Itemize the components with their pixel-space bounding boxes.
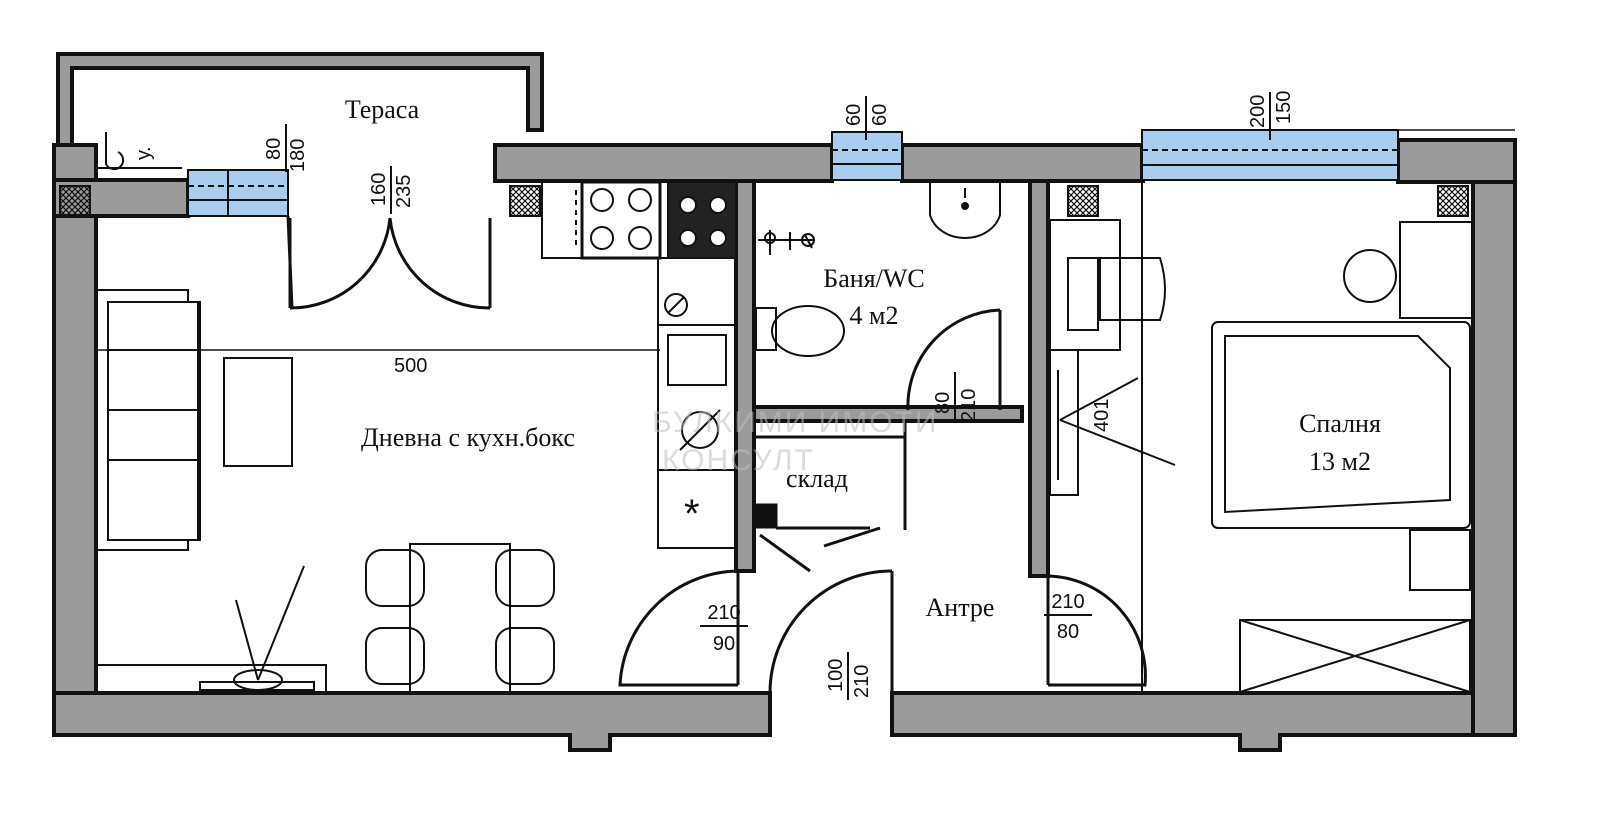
outer-wall-right [1471, 138, 1517, 737]
wall-top-kitchen [493, 143, 834, 183]
tv-unit [199, 681, 315, 691]
outer-wall-left [52, 143, 98, 737]
dimension-marks [285, 92, 1271, 700]
room-label-bathroom: Баня/WC [823, 264, 924, 293]
dim-terrace-door-top: 160 [368, 173, 390, 206]
door-kitchen [618, 569, 740, 687]
toilet-tank [755, 307, 777, 351]
dim-bedroom-door-bottom: 80 [1057, 621, 1079, 643]
dim-kitchen-door-bottom: 90 [713, 633, 735, 655]
bed [1211, 321, 1471, 529]
wardrobe [1239, 619, 1471, 693]
dining-table [409, 543, 511, 693]
room-label-hall: Антре [926, 593, 995, 622]
door-bedroom [1046, 574, 1147, 687]
living-furniture [95, 289, 660, 694]
outer-wall-bottom-right [890, 691, 1517, 752]
chair-3 [365, 627, 425, 685]
stove-star-mark: * [684, 492, 700, 536]
kitchen-sink [667, 334, 727, 386]
drain-pipe-icon [105, 132, 125, 171]
window-terrace [187, 169, 289, 217]
storage-room [754, 421, 907, 573]
door-bath [906, 308, 1002, 411]
chair-4 [495, 627, 555, 685]
dim-bedroom-width: 401 [1091, 399, 1113, 432]
wall-top-bath [900, 143, 1144, 183]
wall-top-bedroom-right [1396, 138, 1517, 184]
room-label-living: Дневна с кухн.бокс [361, 423, 575, 452]
desk [1049, 219, 1121, 351]
dim-bath-door-top: 80 [932, 392, 954, 414]
dim-entrance-door-bottom: 210 [851, 665, 873, 698]
lamp-icon [1343, 249, 1397, 303]
drain-label: у. [133, 146, 155, 160]
room-area-bedroom: 13 м2 [1309, 447, 1371, 476]
columns [59, 185, 1469, 217]
dim-bath-door-bottom: 210 [958, 389, 980, 422]
wall-kitchen-bath [734, 179, 756, 573]
watermark-line-1: БУЛКИМИ ИМОТИ [652, 406, 938, 439]
dim-terrace-door-bottom: 235 [393, 175, 415, 208]
door-entrance [768, 569, 894, 694]
chair-2 [495, 549, 555, 607]
wall-bath-bedroom [1028, 179, 1050, 578]
terrace-details [96, 132, 182, 171]
dim-terrace-window-bottom: 180 [287, 139, 309, 172]
room-label-storage: склад [786, 464, 848, 493]
terrace-parapet [56, 52, 544, 147]
door-terrace-left [288, 217, 392, 310]
dim-kitchen-door-top: 210 [707, 602, 740, 624]
dim-entrance-door-top: 100 [825, 659, 847, 692]
doors [286, 215, 1147, 694]
dim-bed-window-bottom: 150 [1273, 91, 1295, 124]
bathroom-fixtures [755, 181, 1001, 357]
dim-terrace-window-top: 80 [263, 138, 285, 160]
washbasin [929, 181, 1001, 239]
toilet-bowl [771, 305, 845, 357]
outer-wall-bottom-left [52, 691, 772, 752]
dim-bath-window-bottom: 60 [869, 104, 891, 126]
coffee-table [223, 357, 293, 467]
kitchen-unit [541, 180, 737, 549]
door-terrace-right [388, 217, 492, 310]
dim-bedroom-door-top: 210 [1051, 591, 1084, 613]
watermark-line-2: КОНСУЛТ [662, 444, 815, 477]
dim-bath-window-top: 60 [843, 104, 865, 126]
dim-bed-window-top: 200 [1247, 95, 1269, 128]
room-area-bathroom: 4 м2 [850, 301, 899, 330]
dim-living-length: 500 [394, 355, 427, 377]
room-label-terrace: Тераса [345, 95, 420, 124]
chair-1 [365, 549, 425, 607]
desk-chair [1099, 257, 1166, 321]
room-label-bedroom: Спалня [1299, 409, 1381, 438]
sofa [96, 289, 201, 551]
bedroom-furniture [1049, 181, 1473, 693]
